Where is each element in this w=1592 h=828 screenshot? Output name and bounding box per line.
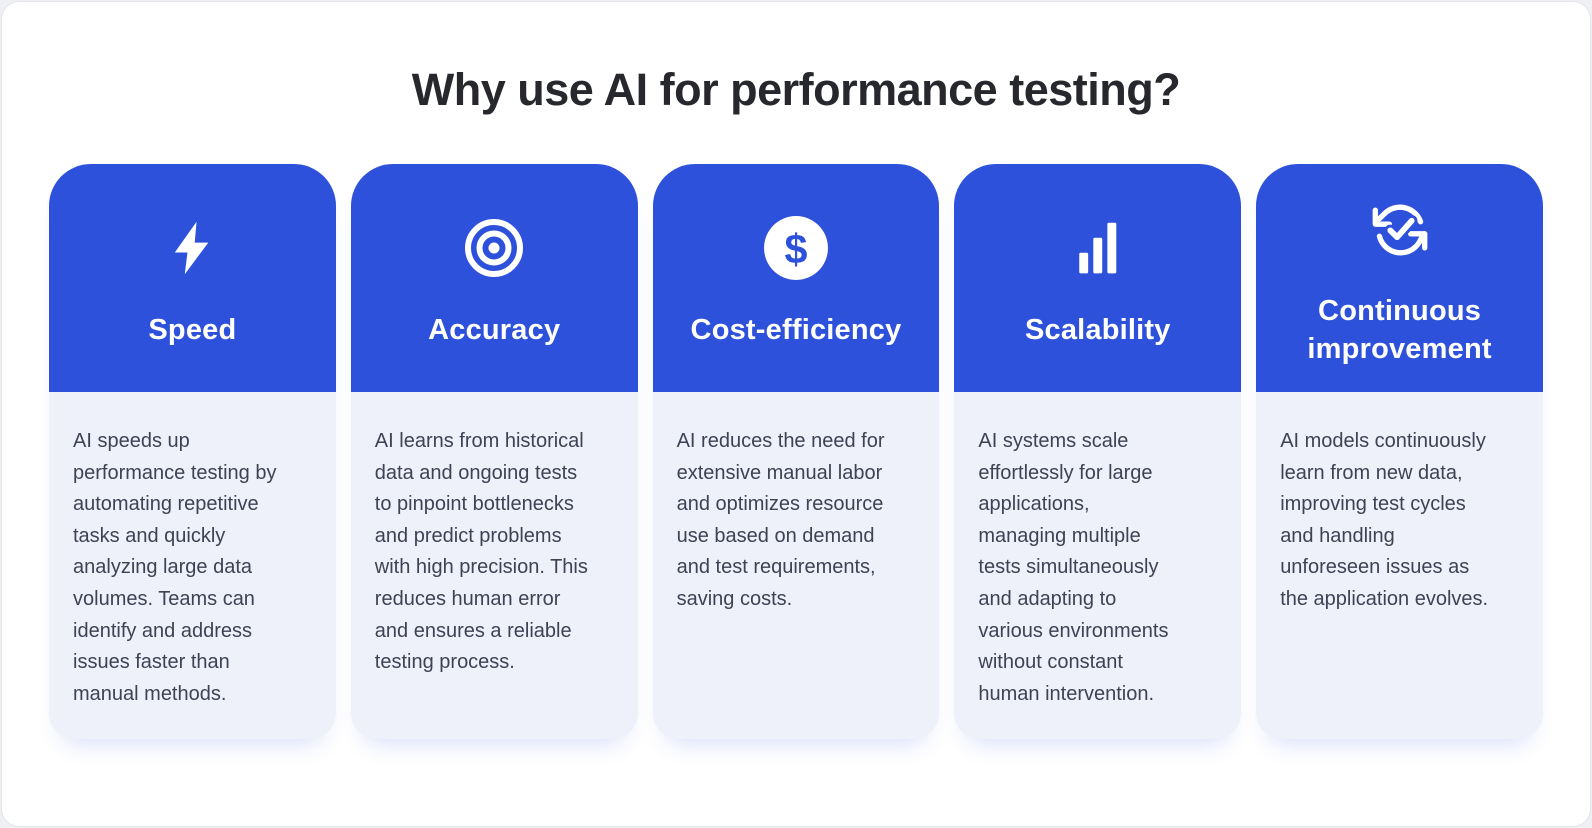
- lightning-icon: [163, 215, 221, 281]
- card-continuous-improvement: Continuous improvement AI models continu…: [1256, 164, 1543, 739]
- card-description: AI systems scale effortlessly for large …: [978, 430, 1169, 705]
- card-continuous-improvement-header: Continuous improvement: [1256, 164, 1543, 392]
- card-description: AI models continuously learn from new da…: [1280, 430, 1489, 610]
- card-title: Continuous improvement: [1307, 294, 1492, 365]
- card-continuous-improvement-body: AI models continuously learn from new da…: [1256, 392, 1543, 739]
- dollar-icon: $: [763, 215, 829, 281]
- card-title: Scalability: [1024, 313, 1171, 346]
- card-accuracy-header: Accuracy: [350, 164, 638, 392]
- card-title: Speed: [148, 313, 237, 346]
- svg-text:$: $: [785, 226, 808, 272]
- card-speed-header: Speed: [49, 164, 336, 392]
- cards-row: Speed AI speeds up performance testing b…: [2, 164, 1590, 739]
- card-description: AI learns from historical data and ongoi…: [374, 430, 588, 674]
- card-scalability-header: Scalability: [954, 164, 1242, 392]
- card-accuracy: Accuracy AI learns from historical data …: [350, 164, 638, 739]
- card-scalability: Scalability AI systems scale effortlessl…: [954, 164, 1242, 739]
- card-accuracy-body: AI learns from historical data and ongoi…: [351, 392, 638, 739]
- card-cost-efficiency-header: $ Cost-efficiency: [652, 164, 940, 392]
- card-title: Accuracy: [428, 313, 561, 346]
- card-cost-efficiency: $ Cost-efficiency AI reduces the need fo…: [652, 164, 940, 739]
- card-speed-body: AI speeds up performance testing by auto…: [49, 392, 336, 739]
- card-title: Cost-efficiency: [690, 313, 902, 346]
- card-cost-efficiency-body: AI reduces the need for extensive manual…: [653, 392, 940, 739]
- card-description: AI reduces the need for extensive manual…: [676, 430, 885, 610]
- sync-check-icon: [1369, 196, 1431, 262]
- page-title: Why use AI for performance testing?: [411, 64, 1181, 115]
- card-description: AI speeds up performance testing by auto…: [73, 430, 277, 705]
- target-icon: [462, 215, 526, 281]
- card-scalability-body: AI systems scale effortlessly for large …: [954, 392, 1241, 739]
- bar-chart-icon: [1068, 215, 1128, 281]
- card-speed: Speed AI speeds up performance testing b…: [49, 164, 336, 739]
